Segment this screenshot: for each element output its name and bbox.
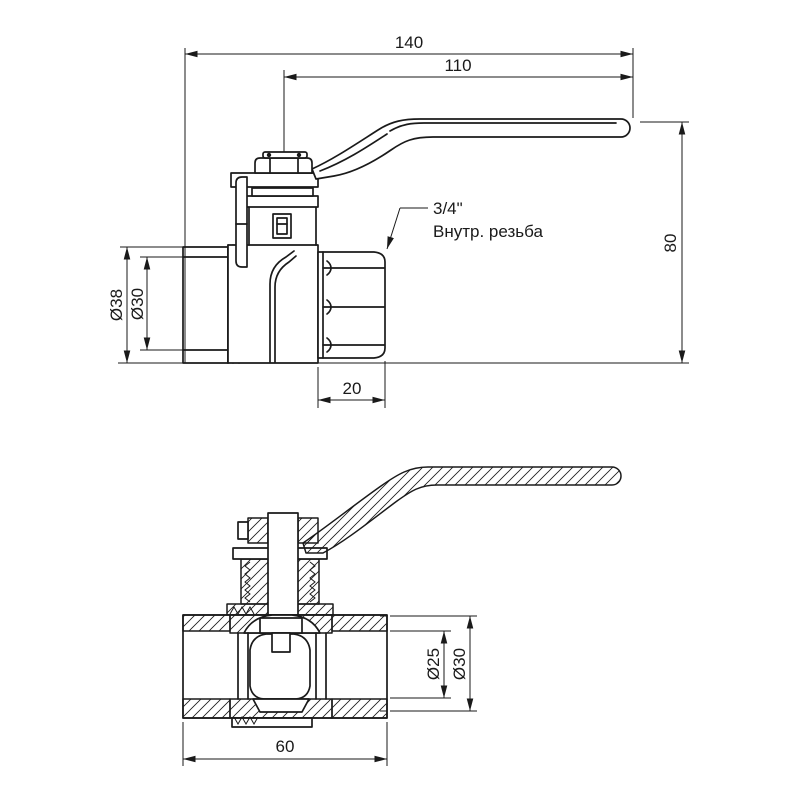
nut-screw-dot xyxy=(266,152,272,158)
stem-shaft xyxy=(267,512,299,616)
dim-d25-label: Ø25 xyxy=(424,648,443,680)
dim-d30-section-label: Ø30 xyxy=(450,648,469,680)
dim-110-label: 110 xyxy=(444,56,471,75)
section-body xyxy=(182,605,388,728)
handle-stop-bracket xyxy=(235,176,248,268)
stem-wing-left xyxy=(247,517,269,544)
dim-d30-label: Ø30 xyxy=(128,288,147,320)
thread-note-type: Внутр. резьба xyxy=(433,222,543,241)
nut-screw-dot xyxy=(296,152,302,158)
section-bonnet xyxy=(226,512,334,616)
ball xyxy=(249,633,311,700)
top-view: 140 110 80 Ø38 Ø30 xyxy=(107,33,689,408)
dimension-d30-section: Ø30 xyxy=(450,616,474,711)
dimension-140: 140 xyxy=(185,33,633,58)
thread-zigzag-bottom xyxy=(233,715,259,726)
thread-note-size: 3/4" xyxy=(433,199,463,218)
bonnet-neck xyxy=(248,206,317,246)
stem-tongue xyxy=(271,632,291,653)
dimension-d38: Ø38 xyxy=(107,247,131,363)
flange-plate-upper xyxy=(251,187,314,197)
dim-20-label: 20 xyxy=(343,379,362,398)
section-valve xyxy=(182,466,622,728)
section-view-dimensions: 60 Ø25 Ø30 xyxy=(182,615,477,766)
handle-lever xyxy=(311,118,631,180)
section-handle-lever xyxy=(302,466,622,554)
dimension-d25: Ø25 xyxy=(424,631,448,698)
ball-seat xyxy=(252,698,310,713)
top-view-valve xyxy=(182,118,631,364)
dimension-60: 60 xyxy=(183,737,387,763)
stem-tab xyxy=(237,521,249,540)
dimension-20: 20 xyxy=(318,379,385,404)
flange-plate-lower xyxy=(245,195,319,208)
dim-80-label: 80 xyxy=(661,234,680,253)
thread-note: 3/4" Внутр. резьба xyxy=(386,199,543,250)
right-fitting xyxy=(317,251,386,359)
dimension-80: 80 xyxy=(661,122,686,363)
left-fitting xyxy=(182,246,229,364)
stem-nut xyxy=(254,151,313,174)
stem-foot xyxy=(259,617,303,634)
dim-60-label: 60 xyxy=(276,737,295,756)
dim-140-label: 140 xyxy=(395,33,423,52)
thread-zigzag-top xyxy=(229,605,255,616)
dim-d38-label: Ø38 xyxy=(107,289,126,321)
top-view-dimensions: 140 110 80 Ø38 Ø30 xyxy=(107,33,689,408)
dimension-d30: Ø30 xyxy=(128,257,151,350)
dimension-110: 110 xyxy=(284,56,633,81)
section-view: 60 Ø25 Ø30 xyxy=(182,466,622,766)
